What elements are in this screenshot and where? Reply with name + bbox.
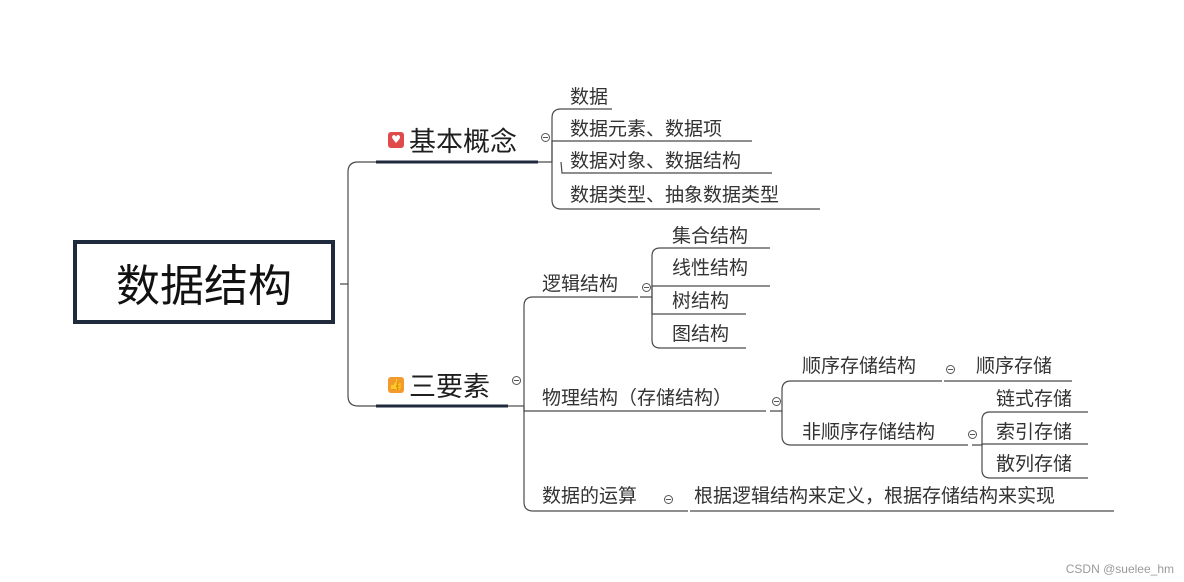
topic-data-element[interactable]: 数据元素、数据项: [570, 118, 723, 140]
heart-icon: ♥: [388, 131, 404, 148]
connector-physical-children: [770, 380, 942, 412]
topic-three-elements-label: 三要素: [409, 372, 490, 403]
topic-hash-storage[interactable]: 散列存储: [996, 453, 1073, 475]
topic-operations-definition[interactable]: 根据逻辑结构来定义，根据存储结构来实现: [694, 485, 1056, 507]
collapse-basics-icon[interactable]: [541, 133, 550, 142]
connector-root-to-basics: [340, 161, 376, 285]
connector-logical-children: [640, 247, 770, 298]
topic-non-sequential-storage-structure[interactable]: 非顺序存储结构: [802, 421, 936, 443]
topic-physical-structure[interactable]: 物理结构（存储结构）: [542, 387, 733, 409]
topic-data-object[interactable]: 数据对象、数据结构: [570, 150, 742, 172]
topic-data[interactable]: 数据: [570, 86, 609, 108]
connector-nonseq-children: [972, 411, 1088, 446]
collapse-sequential-icon[interactable]: [946, 365, 955, 374]
topic-linear-structure[interactable]: 线性结构: [672, 257, 749, 279]
topic-sequential-storage[interactable]: 顺序存储: [976, 355, 1053, 377]
root-topic[interactable]: 数据结构: [73, 240, 335, 324]
topic-data-type[interactable]: 数据类型、抽象数据类型: [570, 184, 780, 206]
topic-three-elements[interactable]: 👍 三要素: [388, 365, 490, 404]
topic-basic-concepts[interactable]: ♥ 基本概念: [388, 120, 517, 159]
collapse-physical-icon[interactable]: [772, 397, 781, 406]
topic-sequential-storage-structure[interactable]: 顺序存储结构: [802, 355, 917, 377]
collapse-logical-icon[interactable]: [642, 283, 651, 292]
thumbs-up-icon: 👍: [388, 376, 404, 393]
collapse-non-sequential-icon[interactable]: [968, 430, 977, 439]
topic-index-storage[interactable]: 索引存储: [996, 421, 1073, 443]
topic-graph-structure[interactable]: 图结构: [672, 323, 730, 345]
connector-basics-children: [538, 108, 612, 163]
watermark: CSDN @suelee_hm: [1065, 562, 1174, 576]
topic-linked-storage[interactable]: 链式存储: [996, 388, 1073, 410]
topic-data-operations[interactable]: 数据的运算: [542, 485, 638, 507]
collapse-elements-icon[interactable]: [512, 376, 521, 385]
topic-tree-structure[interactable]: 树结构: [672, 290, 730, 312]
topic-basic-concepts-label: 基本概念: [409, 127, 517, 158]
topic-logical-structure[interactable]: 逻辑结构: [542, 273, 619, 295]
root-label: 数据结构: [116, 261, 292, 312]
collapse-operations-icon[interactable]: [664, 495, 673, 504]
connector-root-to-elements: [347, 284, 376, 407]
topic-set-structure[interactable]: 集合结构: [672, 225, 749, 247]
